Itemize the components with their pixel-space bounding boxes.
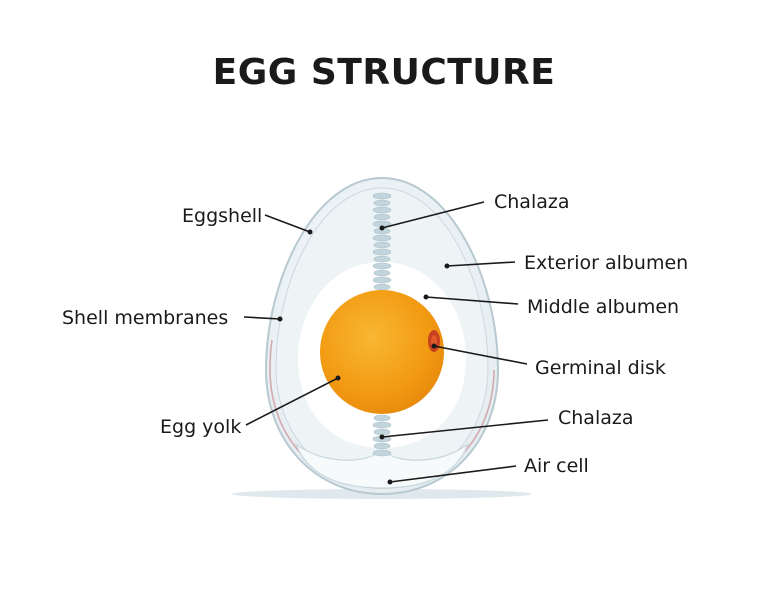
leader-germinal-disk — [433, 345, 528, 365]
dot-chalaza-top — [379, 225, 385, 231]
dot-exterior-albumen — [444, 263, 450, 269]
label-middle-albumen: Middle albumen — [527, 296, 679, 318]
dot-germinal-disk — [431, 343, 437, 349]
dot-shell-membranes — [277, 316, 283, 322]
egg-yolk — [320, 290, 444, 414]
label-chalaza-bottom: Chalaza — [558, 407, 634, 429]
label-exterior-albumen: Exterior albumen — [524, 252, 688, 274]
dot-egg-yolk — [335, 375, 341, 381]
leader-air-cell — [389, 465, 517, 483]
leader-middle-albumen — [425, 296, 519, 305]
label-air-cell: Air cell — [524, 455, 589, 477]
dot-chalaza-bottom — [379, 434, 385, 440]
leader-exterior-albumen — [446, 261, 516, 267]
chalaza-bottom — [372, 414, 392, 457]
dot-air-cell — [387, 479, 393, 485]
label-egg-yolk: Egg yolk — [160, 416, 241, 438]
label-eggshell: Eggshell — [182, 205, 262, 227]
chalaza-top — [372, 192, 392, 291]
label-germinal-disk: Germinal disk — [535, 357, 666, 379]
label-chalaza-top: Chalaza — [494, 191, 570, 213]
leader-egg-yolk — [245, 377, 339, 426]
dot-eggshell — [307, 229, 313, 235]
leader-chalaza-top — [381, 201, 485, 229]
leader-shell-membranes — [243, 316, 281, 320]
label-shell-membranes: Shell membranes — [62, 307, 228, 329]
leader-eggshell — [264, 214, 311, 233]
dot-middle-albumen — [423, 294, 429, 300]
diagram-title: EGG STRUCTURE — [212, 52, 556, 93]
leader-chalaza-bottom — [381, 419, 549, 438]
